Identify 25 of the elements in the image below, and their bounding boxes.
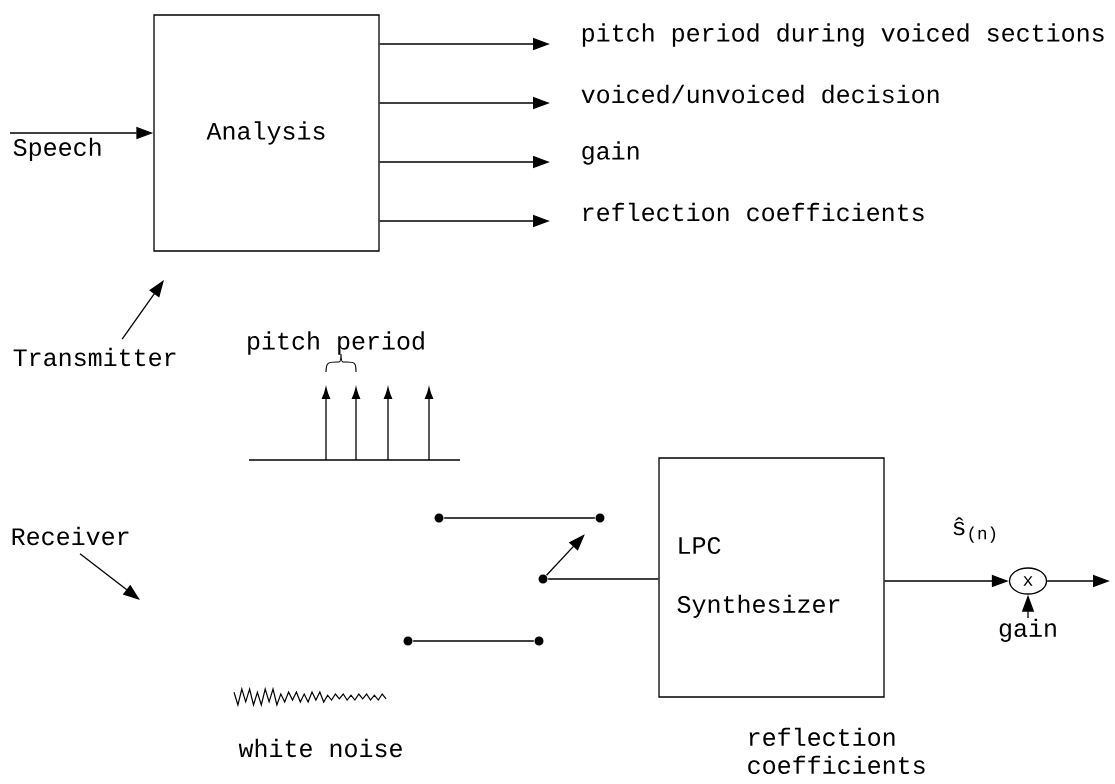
section-label: Receiver: [12, 526, 129, 546]
input-label: gain: [999, 618, 1056, 642]
analysis-box: Analysis: [153, 14, 380, 252]
label: pitch period: [248, 331, 424, 355]
switch-contact: [595, 513, 605, 523]
input-label: Speech: [13, 137, 101, 161]
switch-contact: [534, 636, 544, 646]
connector-line: [443, 517, 596, 519]
output-label: voiced/unvoiced decision: [581, 84, 939, 104]
switch-contact: [403, 636, 413, 646]
output-label: reflection coefficients: [583, 202, 924, 222]
arrow: [121, 280, 164, 340]
output-label: gain: [582, 141, 639, 165]
arrow: [79, 553, 140, 600]
synthesizer-box: LPC Synthesizer: [658, 457, 885, 698]
edge-label: ŝ$_{(n)}$: [953, 517, 996, 543]
node-label: reflection coefficients: [748, 727, 925, 775]
connector-line: [412, 640, 535, 642]
section-label: Transmitter: [13, 347, 176, 367]
switch-contact: [434, 513, 444, 523]
label: white noise: [238, 738, 402, 758]
output-label: pitch period during voiced sections: [582, 23, 1104, 47]
connector-line: [547, 578, 659, 580]
switch-pole: [538, 574, 548, 584]
switch-arm: [545, 534, 585, 576]
